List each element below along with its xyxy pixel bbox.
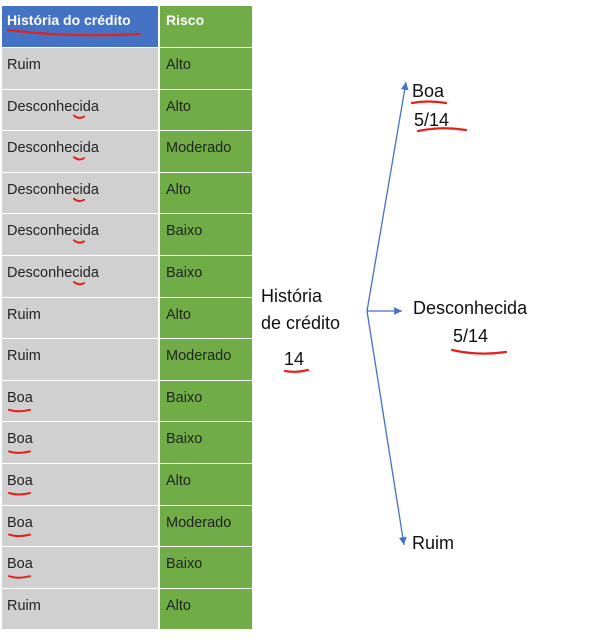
branch-boa-ratio: 5/14 (414, 110, 450, 130)
cell-credit-history: Desconhecida (2, 172, 160, 214)
root-label-line1: História (261, 286, 323, 306)
cell-credit-history: Desconhecida (2, 214, 160, 255)
cell-risk: Alto (160, 588, 252, 630)
arrow-to-ruim (366, 310, 407, 546)
cell-credit-history: Ruim (2, 339, 160, 380)
cell-credit-history: Desconhecida (2, 255, 160, 297)
branch-desconhecida-ratio: 5/14 (453, 326, 489, 346)
arrow-to-boa (366, 81, 409, 312)
cell-risk: Baixo (160, 422, 252, 463)
cell-risk: Alto (160, 172, 252, 214)
cell-credit-history: Ruim (2, 48, 160, 89)
cell-credit-history: Desconhecida (2, 89, 160, 131)
cell-risk: Baixo (160, 547, 252, 588)
root-label-line2: de crédito (261, 313, 341, 333)
table-header: História do crédito Risco (2, 6, 254, 47)
cell-credit-history: Ruim (2, 297, 160, 339)
cell-credit-history: Boa (2, 505, 160, 547)
desconhecida-ratio-underline-mark (450, 348, 508, 355)
branch-boa-label: Boa (412, 81, 445, 101)
branch-ruim-label: Ruim (412, 533, 455, 553)
header-credit-history: História do crédito (2, 6, 160, 47)
cell-risk: Moderado (160, 339, 252, 380)
cell-credit-history: Boa (2, 380, 160, 422)
root-count: 14 (284, 349, 305, 369)
cell-risk: Moderado (160, 131, 252, 172)
cell-risk: Baixo (160, 380, 252, 422)
cell-risk: Baixo (160, 255, 252, 297)
cell-risk: Alto (160, 48, 252, 89)
cell-risk: Alto (160, 297, 252, 339)
branch-desconhecida-label: Desconhecida (413, 298, 528, 318)
root-count-underline-mark (283, 368, 310, 373)
cell-credit-history: Ruim (2, 588, 160, 630)
cell-credit-history: Boa (2, 547, 160, 588)
cell-risk: Moderado (160, 505, 252, 547)
cell-credit-history: Boa (2, 422, 160, 463)
cell-credit-history: Desconhecida (2, 131, 160, 172)
cell-risk: Alto (160, 89, 252, 131)
header-risk: Risco (160, 6, 252, 47)
cell-risk: Alto (160, 463, 252, 505)
cell-risk: Baixo (160, 214, 252, 255)
cell-credit-history: Boa (2, 463, 160, 505)
